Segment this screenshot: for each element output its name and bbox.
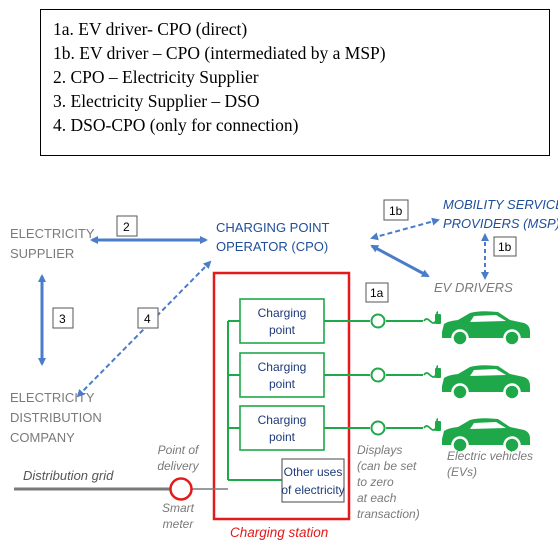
legend-item-2: 2. CPO – Electricity Supplier xyxy=(53,67,259,87)
electric-car-3-icon xyxy=(423,418,530,454)
display-3 xyxy=(370,420,386,436)
edge-label-4: 4 xyxy=(144,312,151,326)
legend-item-1b: 1b. EV driver – CPO (intermediated by a … xyxy=(53,43,386,63)
smart-meter-line-2: meter xyxy=(163,517,195,531)
legend-item-4: 4. DSO-CPO (only for connection) xyxy=(53,115,299,135)
charging-station-label: Charging station xyxy=(230,525,328,540)
edge-label-box-4 xyxy=(137,307,159,329)
arrow-1a xyxy=(370,244,430,278)
charging-point-1-line-1: Charging xyxy=(258,306,307,320)
displays-line-3: to zero xyxy=(357,475,394,489)
displays-line-1: Displays xyxy=(357,443,402,457)
electric-car-1-icon xyxy=(423,311,530,347)
edge-label-box-1b-top xyxy=(383,199,409,221)
displays-line-5: transaction) xyxy=(357,507,420,521)
arrow-1b-top xyxy=(370,217,440,241)
ev-drivers-label: EV DRIVERS xyxy=(434,280,513,295)
cpo-label-1: CHARGING POINT xyxy=(216,220,329,235)
other-uses-line-1: Other uses xyxy=(284,465,343,479)
arrow-4 xyxy=(76,260,212,398)
msp-label-1: MOBILITY SERVICE xyxy=(443,197,558,212)
charging-point-3-line-2: point xyxy=(269,430,296,444)
supplier-label-2: SUPPLIER xyxy=(10,246,74,261)
edge-label-1b-top: 1b xyxy=(389,204,403,218)
charging-point-2-line-1: Charging xyxy=(258,360,307,374)
edge-label-3: 3 xyxy=(59,312,66,326)
legend-box: 1a. EV driver- CPO (direct) 1b. EV drive… xyxy=(40,9,550,156)
electric-vehicles-line-1: Electric vehicles xyxy=(447,449,533,463)
electric-car-2-icon xyxy=(423,365,530,401)
displays-line-4: at each xyxy=(357,491,397,505)
legend-item-3: 3. Electricity Supplier – DSO xyxy=(53,91,260,111)
point-of-delivery-line-2: delivery xyxy=(157,459,199,473)
dso-label-2: DISTRIBUTION xyxy=(10,410,102,425)
point-of-delivery-line-1: Point of xyxy=(158,443,200,457)
edge-label-box-1b-right xyxy=(493,236,517,257)
display-1 xyxy=(370,313,386,329)
other-uses-line-2: of electricity xyxy=(281,483,344,497)
dso-label-3: COMPANY xyxy=(10,430,75,445)
charging-point-1 xyxy=(239,298,325,344)
charging-point-3 xyxy=(239,405,325,451)
supplier-label-1: ELECTRICITY xyxy=(10,226,95,241)
edge-label-box-1a xyxy=(365,282,389,303)
legend-item-1a: 1a. EV driver- CPO (direct) xyxy=(53,19,248,39)
smart-meter-line-1: Smart xyxy=(162,501,195,515)
other-uses-box xyxy=(281,458,345,503)
msp-label-2: PROVIDERS (MSP) xyxy=(443,216,558,231)
smart-meter xyxy=(169,477,193,501)
charging-point-3-line-1: Charging xyxy=(258,413,307,427)
charging-point-1-line-2: point xyxy=(269,323,296,337)
edge-label-1a: 1a xyxy=(370,286,384,300)
edge-label-1b-right: 1b xyxy=(498,240,512,254)
charging-point-2-line-2: point xyxy=(269,377,296,391)
distribution-grid-label: Distribution grid xyxy=(23,468,114,483)
dso-label-1: ELECTRICITY xyxy=(10,390,95,405)
electric-vehicles-line-2: (EVs) xyxy=(447,465,477,479)
edge-label-box-3 xyxy=(52,307,74,329)
displays-line-2: (can be set xyxy=(357,459,417,473)
cpo-label-2: OPERATOR (CPO) xyxy=(216,239,328,254)
edge-label-2: 2 xyxy=(123,220,130,234)
display-2 xyxy=(370,367,386,383)
edge-label-box-2 xyxy=(116,215,138,237)
charging-station-box xyxy=(212,271,351,521)
